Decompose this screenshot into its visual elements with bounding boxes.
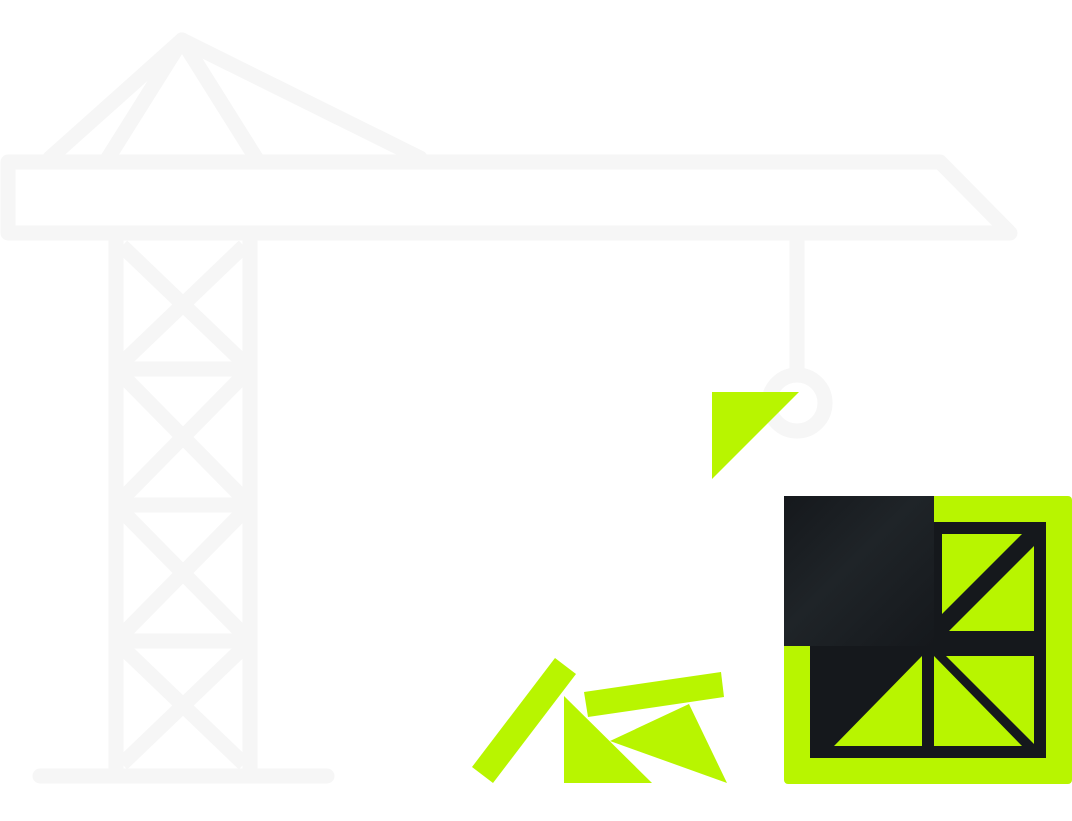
crane-jib [0,154,1018,241]
logo-lime-triangle [946,656,1034,744]
crane-apex-strut [174,32,264,166]
tower-brace [116,641,250,770]
hanging-triangle [712,392,799,479]
debris-pile [472,658,727,783]
crane-apex-strut [100,32,190,166]
tower-brace [116,240,250,369]
tower-brace [116,505,250,641]
crane-apex-strut [174,32,428,166]
hanging-triangle-piece [712,392,799,479]
tower-brace [116,369,250,505]
logo-lime-triangle [949,546,1034,631]
debris-triangle-b [610,704,727,783]
crane-icon [0,32,1018,784]
debris-flat-bar [584,672,724,717]
debris-triangle-a [564,696,652,783]
logo-lime-triangle [834,656,922,746]
crane-apex-strut [42,32,190,166]
logo-block-icon [784,496,1072,784]
logo-dark-square [784,496,934,646]
logo-lime-triangle [934,656,1022,746]
logo-lime-triangle [942,534,1022,614]
debris-slanted-bar [472,658,576,783]
